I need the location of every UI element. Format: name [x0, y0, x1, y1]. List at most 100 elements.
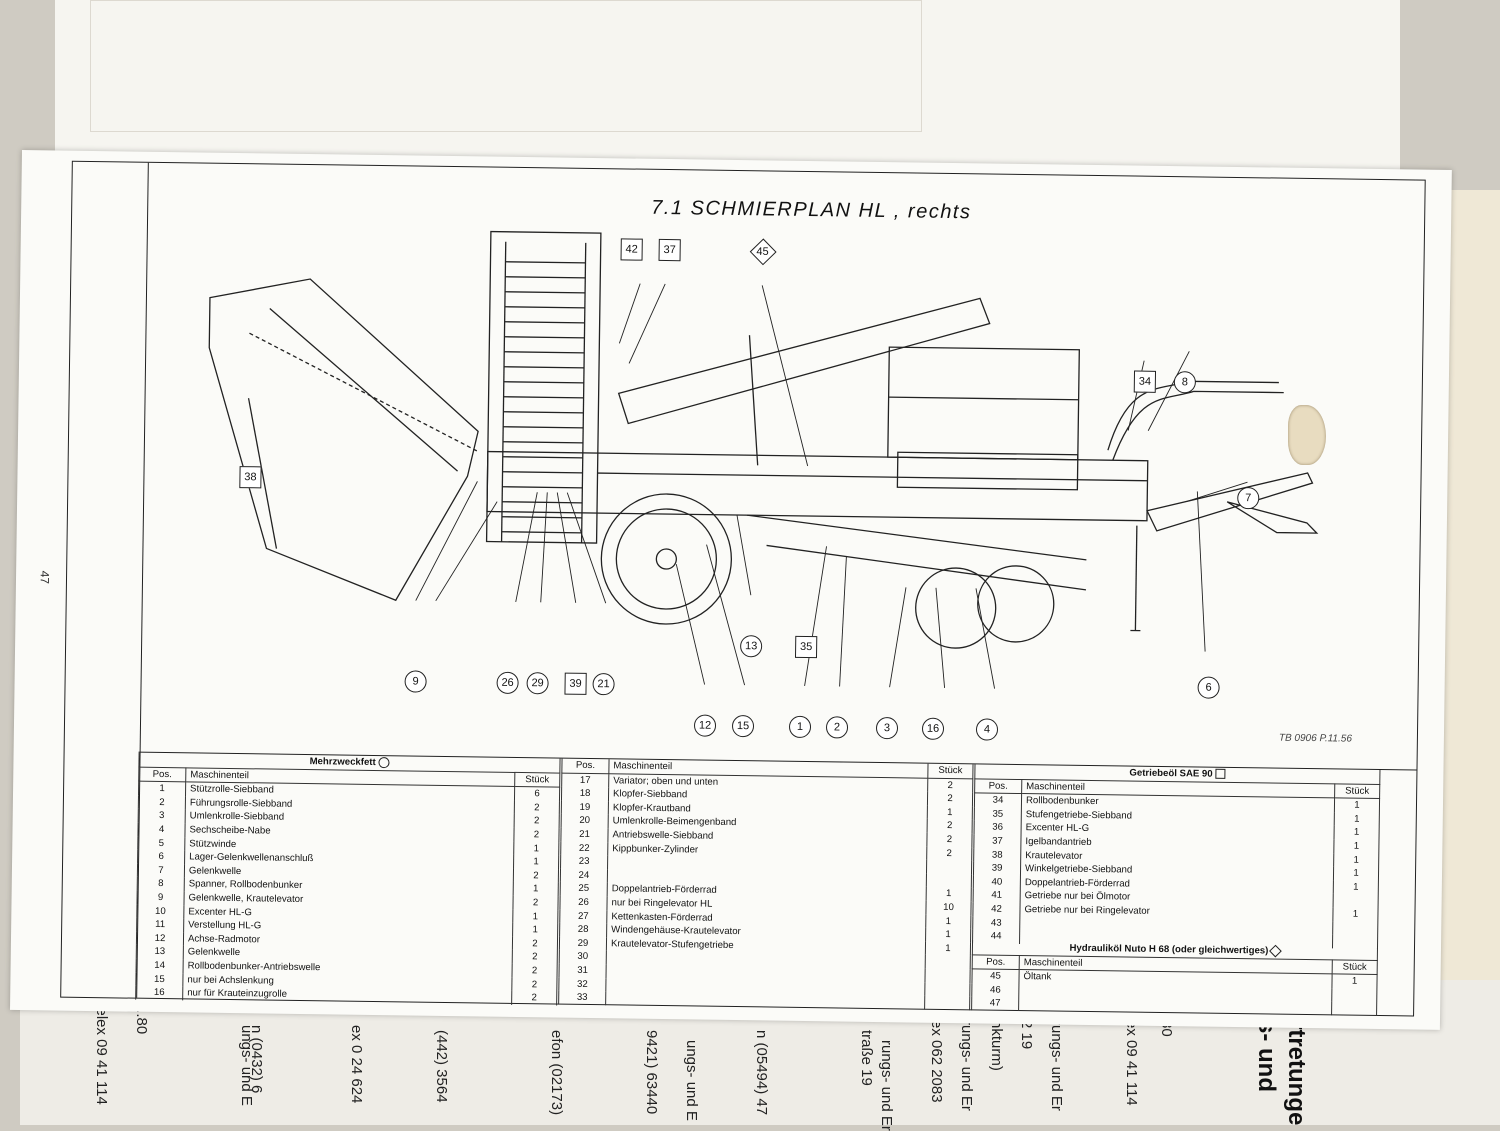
- haulm-elevator: [206, 278, 480, 602]
- position-cell: 17: [562, 773, 609, 788]
- position-cell: 35: [974, 807, 1021, 821]
- quantity-cell: 1: [1334, 798, 1379, 813]
- quantity-cell: 1: [925, 941, 970, 955]
- underlying-text-fragment: n (05494) 47: [753, 1030, 770, 1115]
- position-cell: 18: [561, 787, 608, 801]
- position-cell: 1: [138, 781, 185, 796]
- position-cell: 34: [974, 793, 1021, 808]
- quantity-cell: 1: [513, 923, 558, 937]
- position-cell: 26: [560, 896, 607, 910]
- square-symbol-icon: [1215, 769, 1225, 779]
- quantity-cell: 1: [513, 882, 558, 896]
- quantity-cell: 2: [928, 778, 973, 793]
- position-cell: 7: [137, 863, 184, 877]
- underlying-text-fragment: rungs- und Er: [878, 1040, 895, 1131]
- quantity-cell: 2: [927, 792, 972, 806]
- callout-45-label: 45: [757, 246, 769, 258]
- callout-34: 34: [1134, 371, 1156, 393]
- underlying-text-fragment: Telex 09 41 114: [93, 1000, 110, 1105]
- quantity-cell: [1332, 1002, 1377, 1016]
- main-wheel: [600, 493, 732, 625]
- position-cell: 3: [138, 809, 185, 823]
- underlying-text-fragment: nkturm): [988, 1020, 1005, 1071]
- quantity-cell: 1: [513, 909, 558, 923]
- position-cell: 21: [561, 828, 608, 842]
- drive-chain: [248, 333, 480, 451]
- bunker: [888, 347, 1080, 460]
- underlying-text-fragment: ungs- und E: [238, 1025, 255, 1106]
- quantity-cell: [926, 860, 971, 874]
- quantity-cell: 2: [513, 896, 558, 910]
- quantity-cell: 2: [514, 828, 559, 842]
- underlying-text-fragment: ungs- und E: [683, 1040, 700, 1121]
- position-cell: 40: [973, 875, 1020, 889]
- quantity-cell: 1: [1332, 974, 1377, 989]
- position-cell: 45: [972, 969, 1019, 984]
- lubrication-chart-sheet: 47 7.1 SCHMIERPLAN HL , rechts TB 0906 P…: [10, 150, 1452, 1030]
- quantity-cell: [1333, 921, 1378, 935]
- position-cell: 33: [559, 991, 606, 1005]
- quantity-cell: 1: [1333, 867, 1378, 881]
- sorting-disc: [915, 568, 996, 649]
- quantity-cell: 1: [1334, 826, 1379, 840]
- position-cell: 9: [137, 891, 184, 905]
- quantity-cell: 6: [514, 787, 559, 802]
- position-cell: 38: [974, 848, 1021, 862]
- quantity-cell: 2: [512, 977, 557, 991]
- underlying-text-fragment: ex 0 24 624: [348, 1025, 365, 1103]
- quantity-cell: 1: [1333, 880, 1378, 894]
- quantity-cell: 2: [927, 846, 972, 860]
- position-cell: 41: [973, 889, 1020, 903]
- callout-37: 37: [659, 239, 681, 261]
- position-cell: 11: [137, 918, 184, 932]
- column-header: Stück: [928, 764, 973, 779]
- quantity-cell: [925, 955, 970, 969]
- quantity-cell: 1: [1334, 812, 1379, 826]
- column-header: Stück: [515, 772, 560, 787]
- position-cell: 29: [559, 936, 606, 950]
- quantity-cell: [1332, 988, 1377, 1002]
- caption-text: Hydrauliköl Nuto H 68 (oder gleichwertig…: [1069, 943, 1268, 957]
- quantity-cell: 2: [927, 833, 972, 847]
- quantity-cell: 1: [514, 855, 559, 869]
- position-cell: 32: [559, 977, 606, 991]
- quantity-cell: 2: [512, 991, 557, 1005]
- position-cell: 10: [137, 904, 184, 918]
- position-cell: 14: [136, 959, 183, 973]
- underlying-text-fragment: ex 09 41 114: [1123, 1020, 1140, 1106]
- quantity-cell: 1: [926, 928, 971, 942]
- column-header: Pos.: [562, 759, 609, 774]
- callout-42: 42: [621, 238, 643, 260]
- circle-symbol-icon: [378, 757, 389, 768]
- quantity-cell: 2: [512, 964, 557, 978]
- quantity-cell: 1: [514, 841, 559, 855]
- quantity-cell: 1: [1334, 853, 1379, 867]
- quantity-cell: [1333, 894, 1378, 908]
- position-cell: 5: [138, 836, 185, 850]
- position-cell: 42: [973, 902, 1020, 916]
- position-cell: 6: [138, 850, 185, 864]
- background-frame: [90, 0, 922, 132]
- underlying-text-fragment: rungs- und Er: [958, 1020, 975, 1111]
- elevator-slats: [502, 262, 586, 533]
- quantity-cell: 2: [513, 869, 558, 883]
- position-cell: 2: [138, 795, 185, 809]
- quantity-cell: 1: [926, 887, 971, 901]
- position-cell: 8: [137, 877, 184, 891]
- quantity-cell: 1: [1334, 839, 1379, 853]
- position-cell: 4: [138, 823, 185, 837]
- position-cell: 39: [973, 862, 1020, 876]
- position-cell: 28: [560, 923, 607, 937]
- caption-text: Getriebeöl SAE 90: [1129, 768, 1212, 780]
- underlying-heading-1: rtretunge: [1282, 1020, 1310, 1125]
- quantity-cell: 2: [927, 819, 972, 833]
- column-header: Stück: [1335, 783, 1380, 798]
- underlying-text-fragment: rungs- und Er: [1048, 1020, 1065, 1111]
- position-cell: 20: [561, 814, 608, 828]
- column-header: Stück: [1332, 959, 1377, 974]
- quantity-cell: 2: [514, 814, 559, 828]
- position-cell: 46: [972, 983, 1019, 997]
